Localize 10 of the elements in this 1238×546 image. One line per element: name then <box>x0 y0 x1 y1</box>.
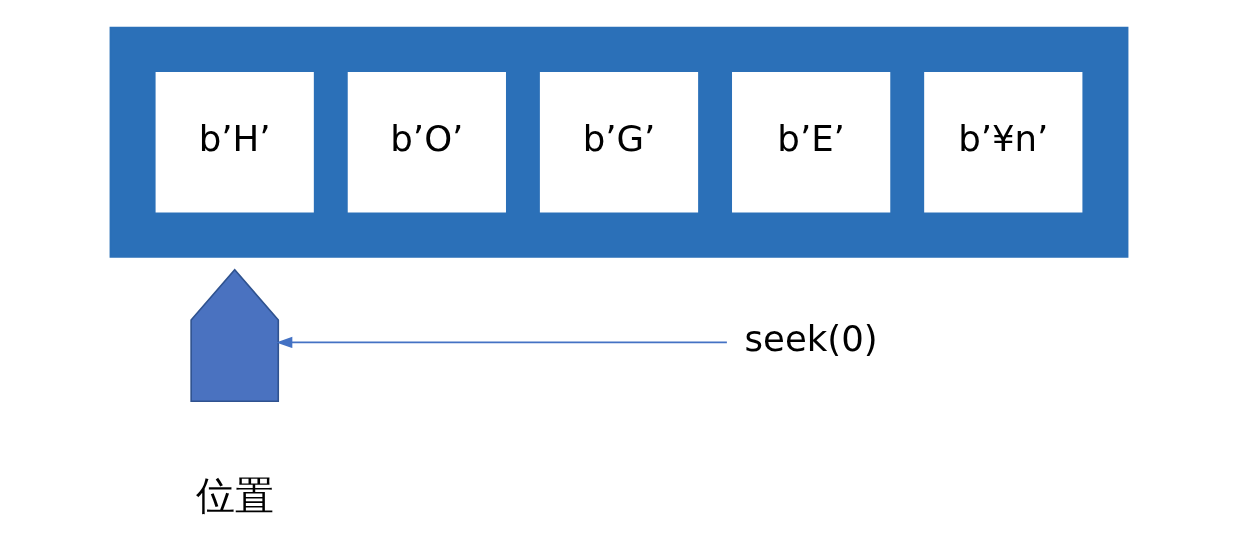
node-box: b’E’ <box>732 71 891 213</box>
node-box: b’¥n’ <box>924 71 1083 213</box>
node-label: 位置 <box>195 473 274 519</box>
node-box: b’G’ <box>539 71 699 213</box>
node-box: b’H’ <box>155 71 314 213</box>
cluster <box>109 26 1129 258</box>
node-box: b’O’ <box>347 71 506 213</box>
arrow <box>276 336 728 349</box>
node-arrow <box>190 268 280 403</box>
node-text: seek(0) <box>744 318 878 360</box>
